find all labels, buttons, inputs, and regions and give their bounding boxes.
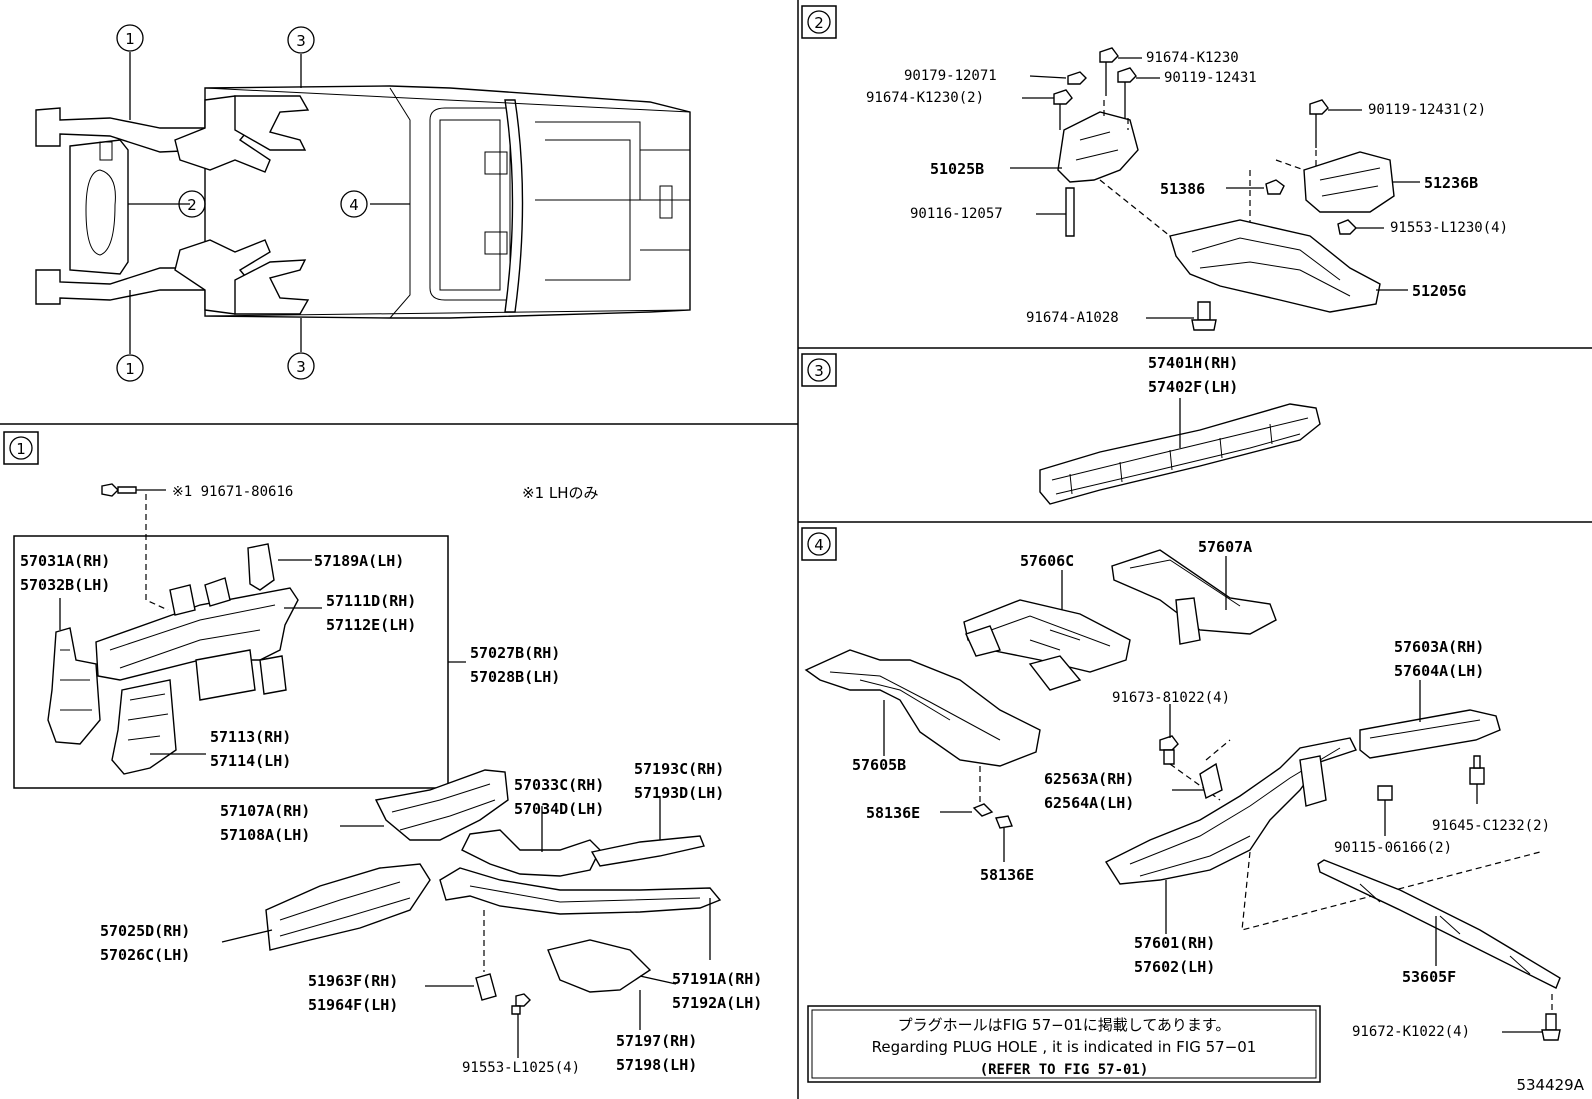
label-91553-L1230: 91553-L1230(4) (1390, 220, 1508, 236)
section-1-drawing (13, 483, 722, 1058)
section-2-badge: 2 (814, 14, 824, 32)
label-51236B: 51236B (1424, 174, 1478, 192)
label-90115-06166: 90115-06166(2) (1334, 840, 1452, 856)
section-3-drawing (1039, 398, 1321, 505)
label-91674-K1230: 91674-K1230 (1146, 50, 1239, 66)
label-57112E: 57112E(LH) (326, 616, 416, 634)
label-57025D: 57025D(RH) (100, 922, 190, 940)
section-2-labels: 90179-12071 91674-K1230 90119-12431 9167… (866, 50, 1508, 326)
label-57605B: 57605B (852, 756, 906, 774)
label-90119-12431-2: 90119-12431(2) (1368, 102, 1486, 118)
label-57197: 57197(RH) (616, 1032, 697, 1050)
label-57601: 57601(RH) (1134, 934, 1215, 952)
section-1-labels: ※1 91671-80616 ※1 LHのみ 57031A(RH) 57032B… (20, 484, 762, 1076)
label-51025B: 51025B (930, 160, 984, 178)
figure-id: 534429A (1516, 1076, 1584, 1094)
label-91671-80616: ※1 91671-80616 (172, 484, 293, 500)
callout-2: 2 (187, 196, 197, 214)
label-57193C: 57193C(RH) (634, 760, 724, 778)
label-90179-12071: 90179-12071 (904, 68, 997, 84)
callout-3-top: 3 (296, 32, 306, 50)
label-57033C: 57033C(RH) (514, 776, 604, 794)
label-57603A: 57603A(RH) (1394, 638, 1484, 656)
label-57192A: 57192A(LH) (672, 994, 762, 1012)
section-1-badge: 1 (16, 440, 26, 458)
section-3-labels: 57401H(RH) 57402F(LH) (1148, 354, 1238, 396)
callout-3-bottom: 3 (296, 358, 306, 376)
label-57193D: 57193D(LH) (634, 784, 724, 802)
callout-1-top: 1 (125, 30, 135, 48)
label-57027B: 57027B(RH) (470, 644, 560, 662)
label-91674-K1230-2: 91674-K1230(2) (866, 90, 984, 106)
label-51205G: 51205G (1412, 282, 1466, 300)
label-57606C: 57606C (1020, 552, 1074, 570)
section-4-badge: 4 (814, 536, 824, 554)
callout-4: 4 (349, 196, 359, 214)
label-90116-12057: 90116-12057 (910, 206, 1003, 222)
section-2-drawing (1010, 47, 1420, 331)
label-57026C: 57026C(LH) (100, 946, 190, 964)
section-badges: 1 2 3 4 (3, 5, 837, 561)
label-90119-12431: 90119-12431 (1164, 70, 1257, 86)
label-91645-C1232: 91645-C1232(2) (1432, 818, 1550, 834)
label-57607A: 57607A (1198, 538, 1252, 556)
callout-1-bottom: 1 (125, 360, 135, 378)
section-3-badge: 3 (814, 362, 824, 380)
label-57189A: 57189A(LH) (314, 552, 404, 570)
label-58136E-2: 58136E (980, 866, 1034, 884)
label-51386: 51386 (1160, 180, 1205, 198)
label-51963F: 51963F(RH) (308, 972, 398, 990)
label-53605F: 53605F (1402, 968, 1456, 986)
label-57028B: 57028B(LH) (470, 668, 560, 686)
note-lh-only: ※1 LHのみ (522, 484, 599, 502)
label-51964F: 51964F(LH) (308, 996, 398, 1014)
plug-hole-note: プラグホールはFIG 57−01に掲載してあります。 Regarding PLU… (807, 1005, 1321, 1083)
label-57602: 57602(LH) (1134, 958, 1215, 976)
label-57191A: 57191A(RH) (672, 970, 762, 988)
label-57031A: 57031A(RH) (20, 552, 110, 570)
label-57108A: 57108A(LH) (220, 826, 310, 844)
label-58136E-1: 58136E (866, 804, 920, 822)
label-57032B: 57032B(LH) (20, 576, 110, 594)
note-en: Regarding PLUG HOLE , it is indicated in… (872, 1038, 1257, 1056)
label-91672-K1022: 91672-K1022(4) (1352, 1024, 1470, 1040)
overview-callouts: 1 3 2 4 1 3 (116, 24, 368, 382)
overview-body-outline (35, 52, 691, 354)
section-4-labels: 57606C 57607A 57603A(RH) 57604A(LH) 9167… (852, 538, 1550, 1040)
label-62564A: 62564A(LH) (1044, 794, 1134, 812)
label-57111D: 57111D(RH) (326, 592, 416, 610)
label-57604A: 57604A(LH) (1394, 662, 1484, 680)
label-91674-A1028: 91674-A1028 (1026, 310, 1119, 326)
label-57113: 57113(RH) (210, 728, 291, 746)
label-91553-L1025: 91553-L1025(4) (462, 1060, 580, 1076)
section-4-drawing (804, 549, 1561, 1041)
label-57114: 57114(LH) (210, 752, 291, 770)
label-91673-81022: 91673-81022(4) (1112, 690, 1230, 706)
label-57401H: 57401H(RH) (1148, 354, 1238, 372)
label-62563A: 62563A(RH) (1044, 770, 1134, 788)
note-ref: (REFER TO FIG 57-01) (980, 1062, 1149, 1078)
label-57402F: 57402F(LH) (1148, 378, 1238, 396)
label-57034D: 57034D(LH) (514, 800, 604, 818)
label-57198: 57198(LH) (616, 1056, 697, 1074)
note-jp: プラグホールはFIG 57−01に掲載してあります。 (898, 1016, 1231, 1034)
label-57107A: 57107A(RH) (220, 802, 310, 820)
